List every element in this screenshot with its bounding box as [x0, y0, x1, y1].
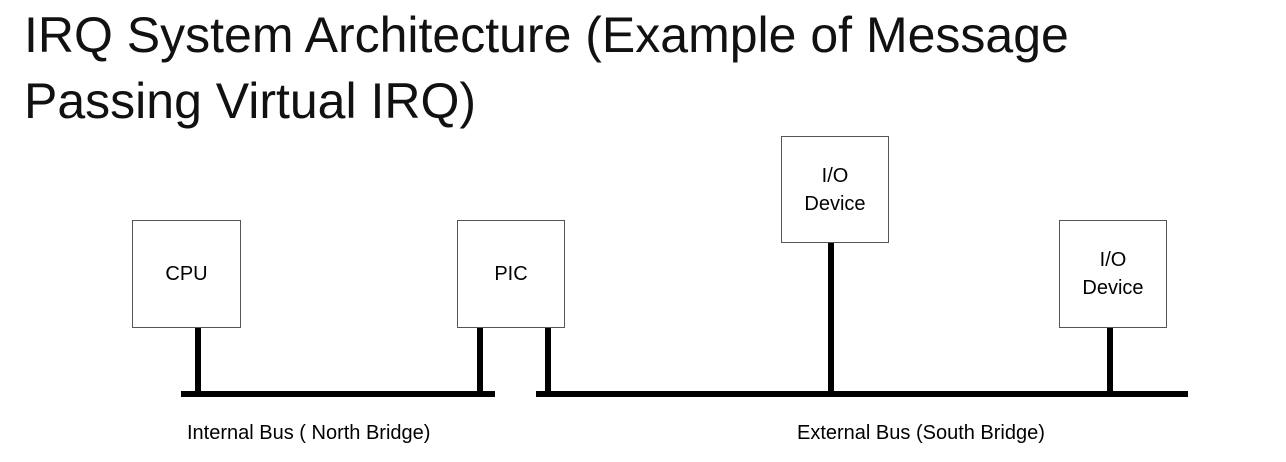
internal-bus-label: Internal Bus ( North Bridge) — [187, 422, 431, 444]
slide-title: IRQ System Architecture (Example of Mess… — [24, 2, 1274, 134]
io-device-1-line-2: Device — [804, 192, 866, 215]
internal-bus-line — [181, 391, 495, 397]
io-device-label-1: I/O Device — [804, 162, 865, 218]
pic-internal-connector — [477, 328, 483, 396]
io-device-1-line-1: I/O — [821, 164, 849, 187]
cpu-label: CPU — [165, 263, 208, 285]
slide-title-line-2: Passing Virtual IRQ) — [24, 73, 477, 129]
external-bus-line — [536, 391, 1188, 397]
pic-box: PIC — [457, 220, 565, 328]
pic-external-connector — [545, 328, 551, 396]
io-device-2-line-2: Device — [1082, 277, 1144, 299]
io-device-label-2: I/O Device — [1082, 246, 1143, 302]
pic-label: PIC — [494, 263, 528, 285]
cpu-box: CPU — [132, 220, 241, 328]
io-device-2-line-1: I/O — [1099, 249, 1127, 271]
cpu-connector — [195, 328, 201, 396]
io-device-2-connector — [1107, 328, 1113, 396]
external-bus-label: External Bus (South Bridge) — [797, 422, 1045, 444]
io-device-box-1: I/O Device — [781, 136, 889, 243]
io-device-box-2: I/O Device — [1059, 220, 1167, 328]
slide-title-line-1: IRQ System Architecture (Example of Mess… — [24, 7, 1069, 63]
io-device-1-connector — [828, 243, 834, 396]
